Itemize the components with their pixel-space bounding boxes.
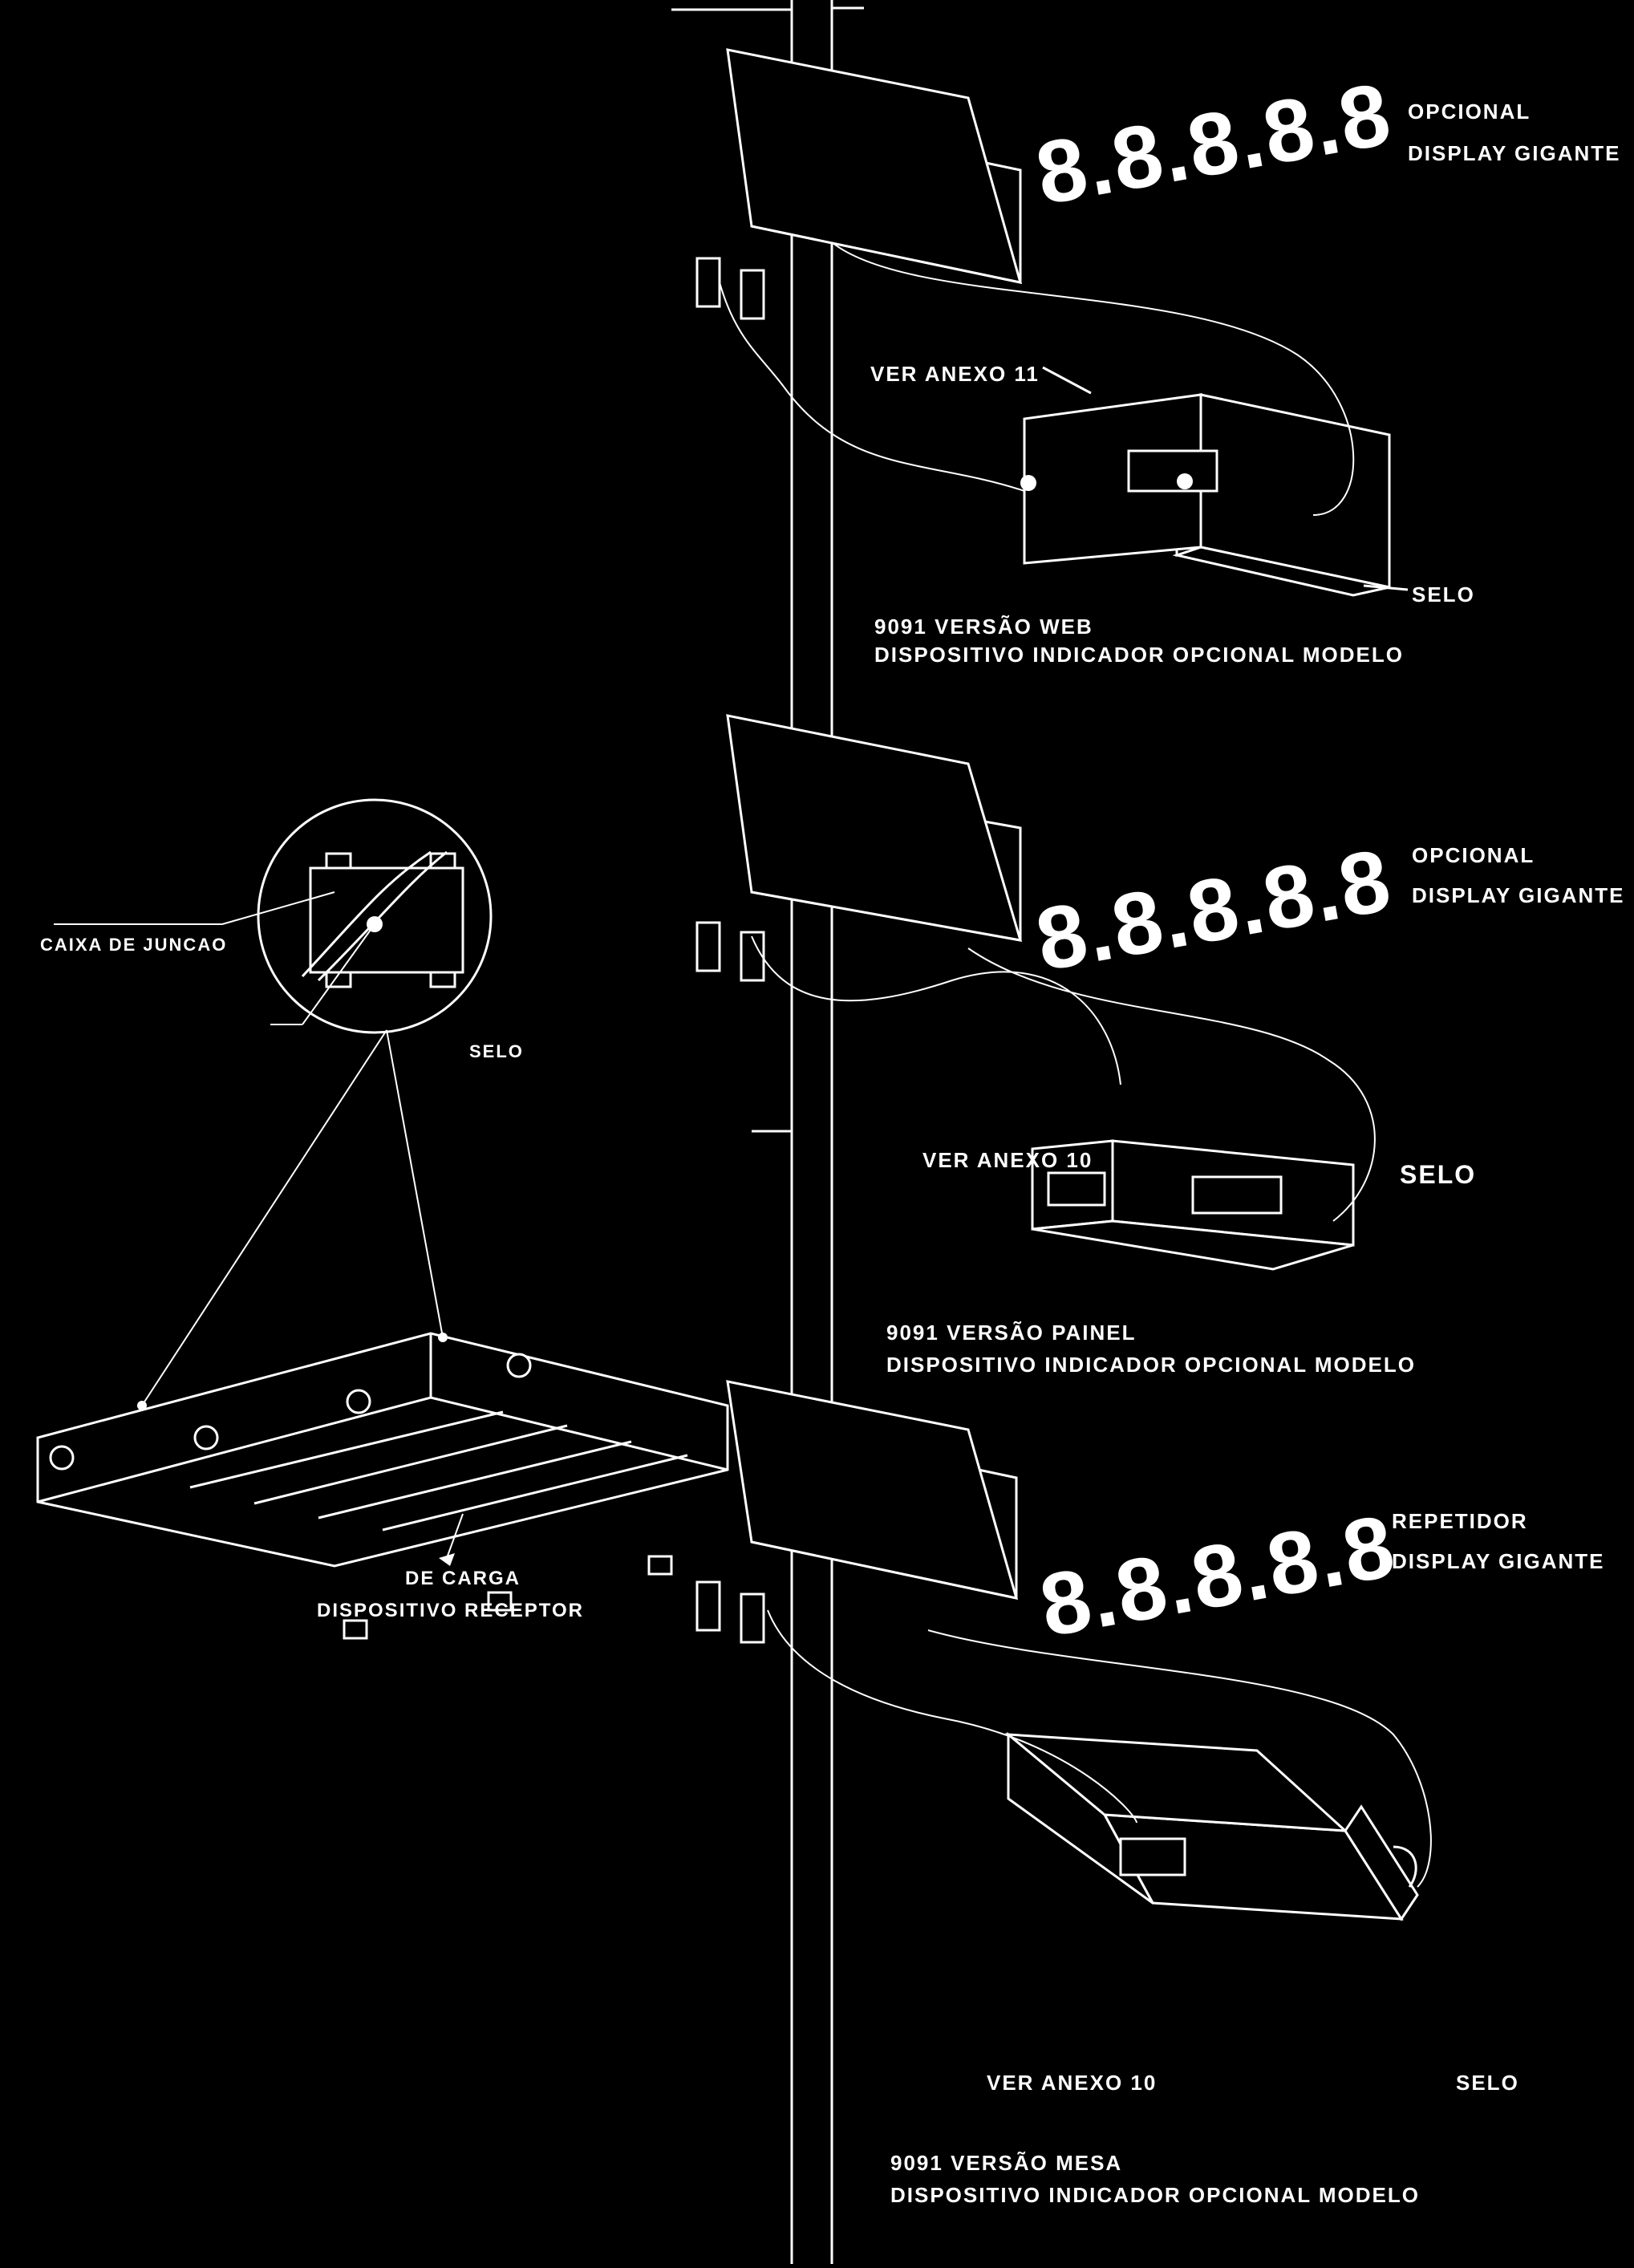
junction-box-detail [54,798,493,1406]
mesa-label-line2: 9091 VERSÃO MESA [890,2151,1122,2175]
selo-web-label: SELO [1412,582,1475,607]
mesa-label-line1: DISPOSITIVO INDICADOR OPCIONAL MODELO [890,2183,1420,2207]
selo-mesa-label: SELO [1456,2071,1519,2095]
receptor-label-line2: DE CARGA [405,1568,521,1589]
display1-label-line1: DISPLAY GIGANTE [1408,141,1621,165]
indicator-web [719,241,1391,597]
ver-anexo-10-mesa-label: VER ANEXO 10 [987,2071,1157,2095]
display3-label-line2: REPETIDOR [1392,1509,1528,1533]
web-label-line1: DISPOSITIVO INDICADOR OPCIONAL MODELO [874,643,1404,667]
display2-digits: 8.8.8.8.8 [1029,830,1399,990]
selo-web-leader [1363,584,1409,591]
panel-label-line1: DISPOSITIVO INDICADOR OPCIONAL MODELO [886,1353,1416,1377]
load-receptor-platform [36,1332,729,1640]
display2-label-line1: DISPLAY GIGANTE [1412,883,1625,907]
web-label-line2: 9091 VERSÃO WEB [874,615,1093,639]
selo-panel-label: SELO [1400,1160,1476,1189]
giant-display-2 [695,714,1023,982]
divider-lines [671,0,864,2264]
display1-digits: 8.8.8.8.8 [1029,64,1399,224]
giant-display-1 [695,48,1023,320]
indicator-panel [751,935,1376,1271]
caixa-de-juncao-label: CAIXA DE JUNCAO [40,935,227,955]
ver-anexo-11-leader [1042,366,1092,395]
ver-anexo-11-label: VER ANEXO 11 [870,362,1040,386]
display3-label-line1: DISPLAY GIGANTE [1392,1549,1605,1573]
giant-display-3 [695,1380,1019,1644]
display1-label-line2: OPCIONAL [1408,99,1531,124]
display2-label-line2: OPCIONAL [1412,843,1535,867]
selo-junction-label: SELO [469,1041,524,1061]
display3-digits: 8.8.8.8.8 [1033,1496,1403,1656]
indicator-mesa [767,1609,1432,1921]
panel-label-line2: 9091 VERSÃO PAINEL [886,1321,1137,1345]
receptor-label-line1: DISPOSITIVO RECEPTOR [317,1600,584,1621]
ver-anexo-10-panel-label: VER ANEXO 10 [922,1148,1093,1172]
